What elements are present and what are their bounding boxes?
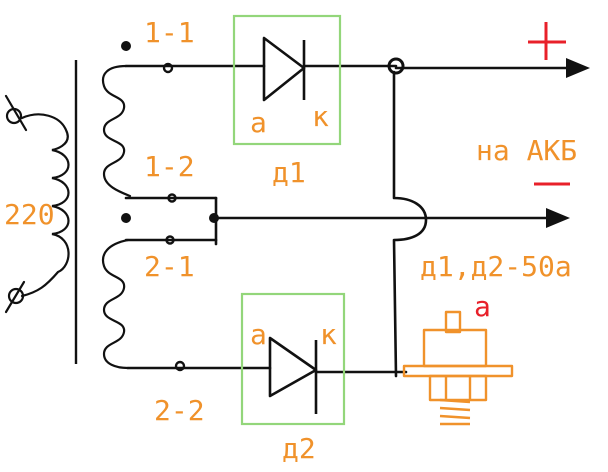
tap-2-1-label: 2-1 (144, 250, 195, 283)
tap-2-2-label: 2-2 (154, 394, 205, 427)
minus-arrow-icon (546, 208, 570, 228)
battery-note-label: на АКБ (476, 134, 577, 167)
polarity-plus-icon (528, 22, 566, 60)
stud-diode-icon (402, 310, 514, 426)
d1-anode-label: а (250, 106, 267, 139)
winding-2-start-dot (121, 213, 131, 223)
plus-arrow-icon (566, 58, 590, 78)
secondary-winding-2 (101, 213, 131, 370)
junction-node (387, 57, 405, 75)
diode-d2-box (240, 292, 346, 426)
diode-d2 (240, 292, 346, 426)
primary-winding (4, 94, 70, 314)
winding-1-start-dot (121, 41, 131, 51)
diode-d1-triangle-icon (262, 36, 306, 102)
secondary-winding-1 (101, 41, 132, 198)
d2-name-label: д2 (282, 432, 316, 465)
wires (124, 57, 590, 378)
diode-d1 (232, 14, 342, 146)
diode-spec-label: д1,д2-50а (420, 250, 572, 283)
diode-d2-triangle-icon (268, 336, 318, 398)
primary-terminal-top (4, 94, 28, 132)
primary-terminal-bottom-circle (7, 287, 25, 305)
d2-anode-label: а (250, 318, 267, 351)
stud-anode-label: а (474, 290, 491, 323)
primary-terminal-bottom (4, 280, 26, 314)
d1-name-label: д1 (272, 156, 306, 189)
tap-1-2-label: 1-2 (144, 150, 195, 183)
tap-1-1-label: 1-1 (144, 16, 195, 49)
primary-voltage-label: 220 (4, 198, 55, 231)
diode-d1-box (232, 14, 342, 146)
d2-cathode-label: к (320, 318, 337, 351)
primary-terminal-top-circle (5, 107, 23, 125)
center-tap-dot (209, 213, 219, 223)
d1-cathode-label: к (312, 100, 329, 133)
